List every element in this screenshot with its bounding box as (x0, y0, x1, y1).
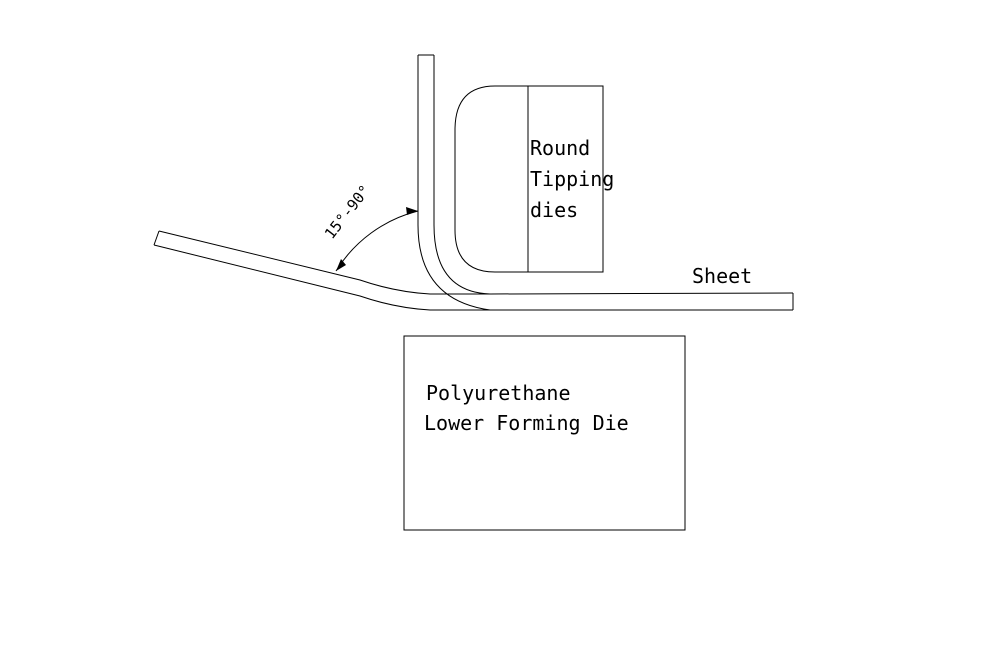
lower-forming-die (403, 335, 686, 531)
vertical-flange (417, 54, 495, 311)
lower-die-label-line1: Polyurethane (426, 381, 571, 405)
round-tipping-die (454, 85, 604, 273)
arrow-head-top-icon (406, 207, 418, 215)
angle-dimension (335, 207, 419, 272)
lower-die-label-line2: Lower Forming Die (424, 411, 629, 435)
sheet-label: Sheet (692, 264, 752, 288)
tipping-die-label-line3: dies (530, 198, 578, 222)
sheet (489, 292, 794, 311)
arrow-head-bottom-icon (336, 259, 346, 271)
tipping-die-label-line2: Tipping (530, 167, 614, 191)
angle-range-label: 15°-90° (321, 182, 374, 243)
tipping-die-label-line1: Round (530, 136, 590, 160)
inclined-sheet (153, 230, 495, 311)
